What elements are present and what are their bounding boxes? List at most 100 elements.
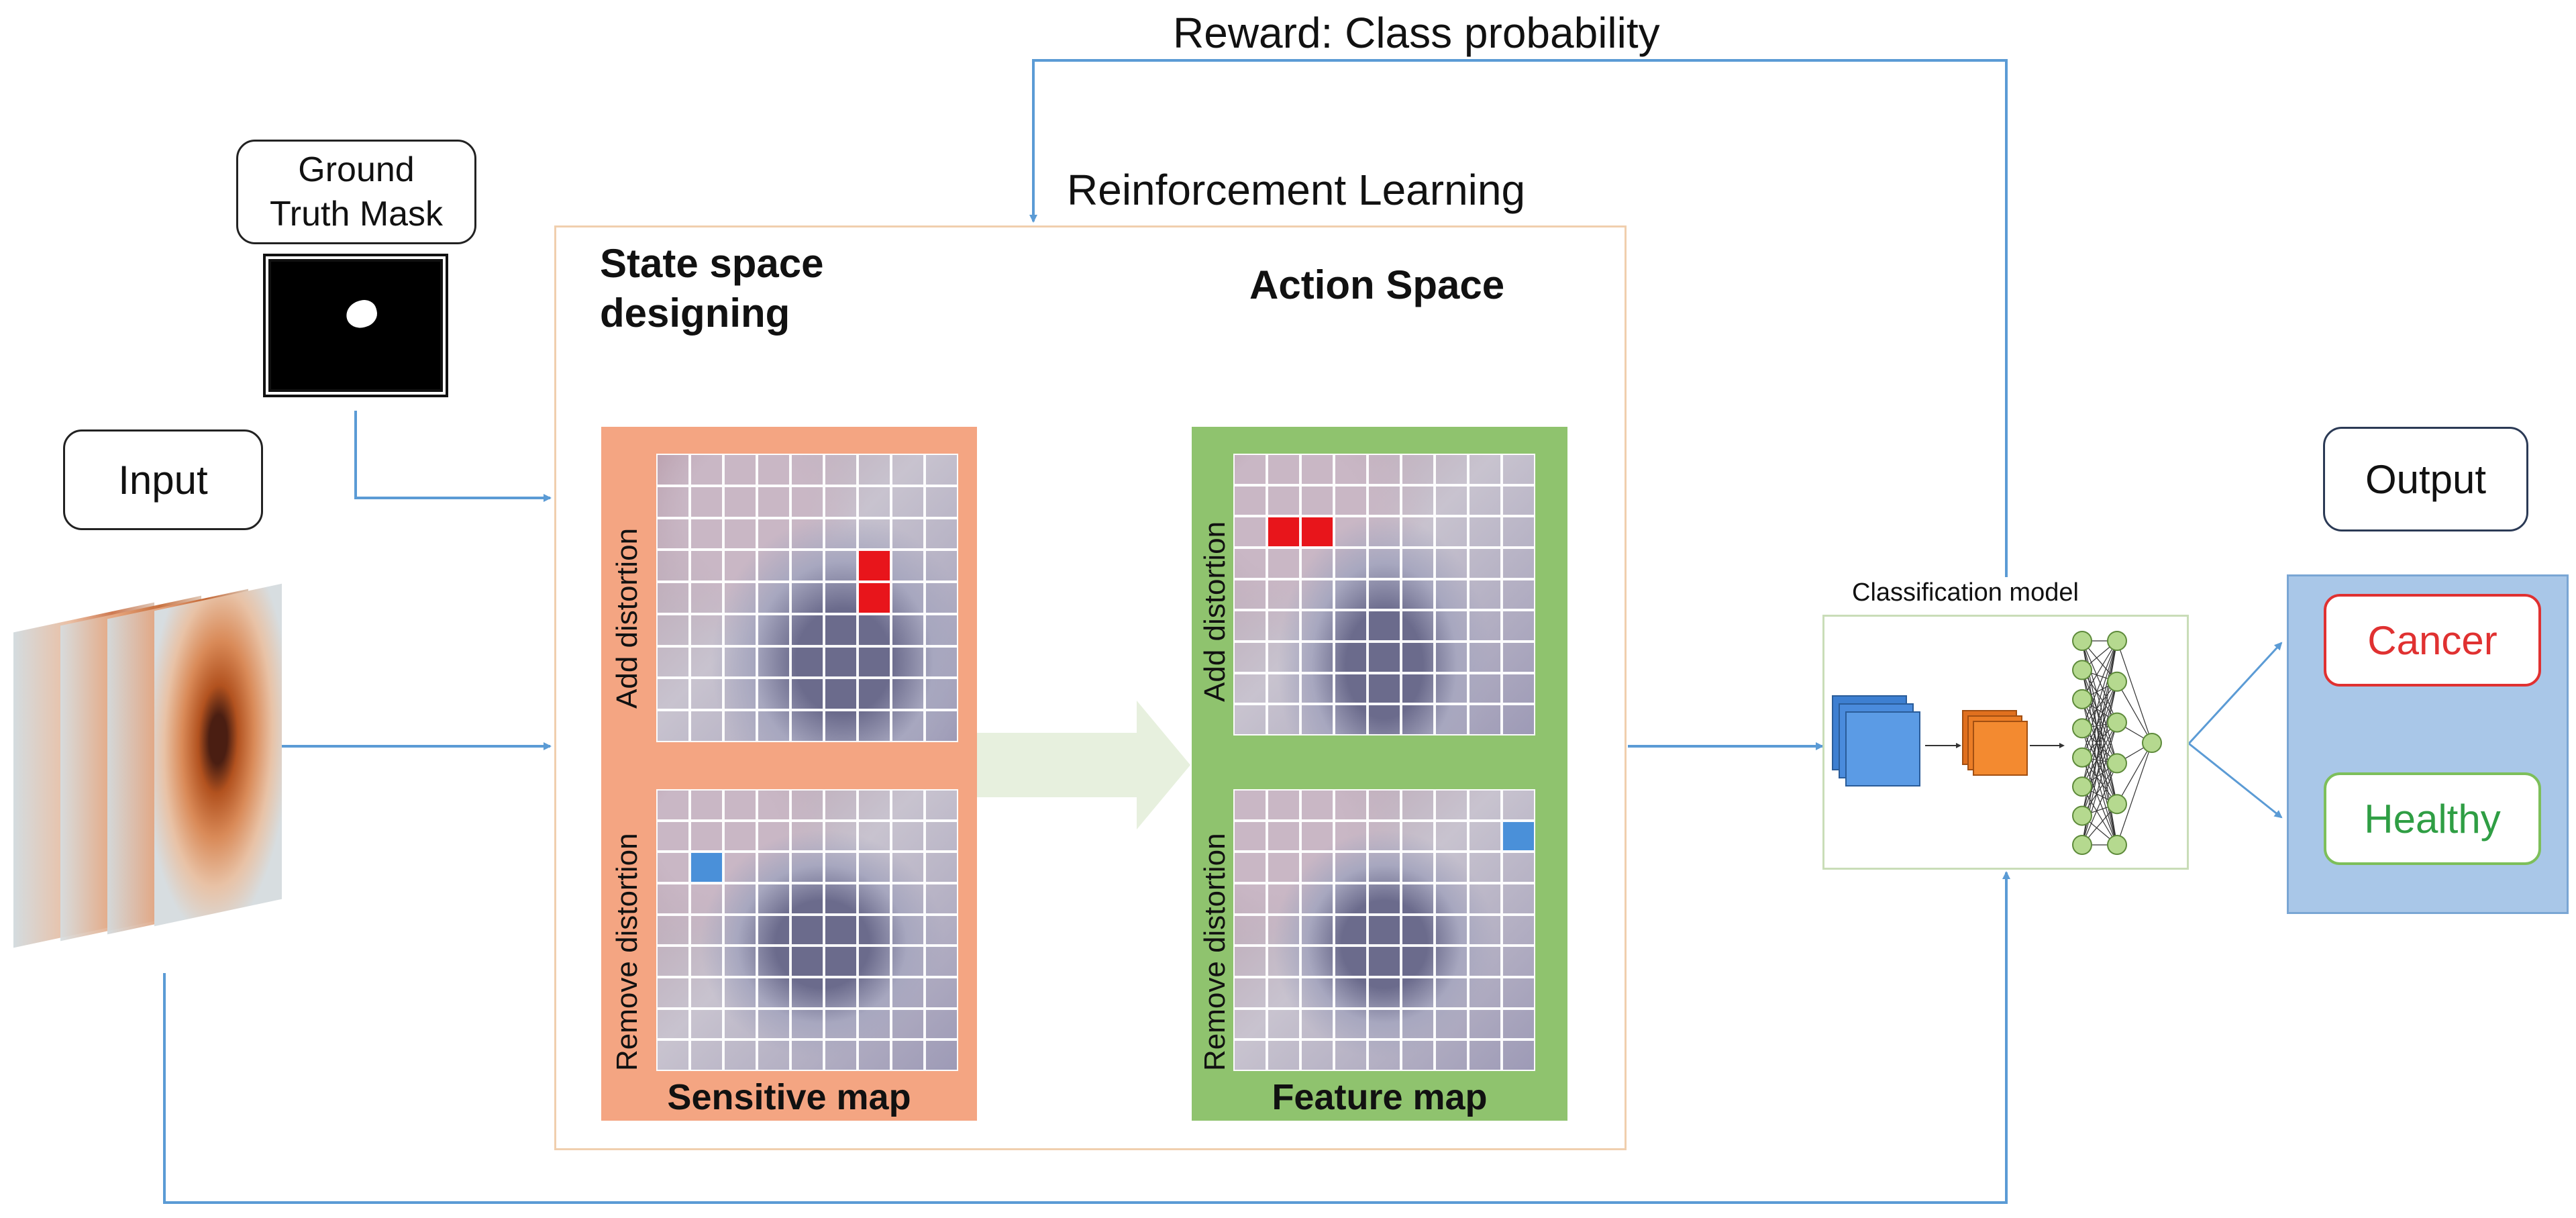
output-box: Cancer Healthy — [2287, 574, 2569, 914]
grid-cell — [1334, 977, 1368, 1009]
grid-cell — [1267, 789, 1300, 821]
grid-cell — [858, 485, 891, 518]
state-remove-distortion-label: Remove distortion — [611, 833, 643, 1071]
grid-cell — [1502, 516, 1535, 548]
grid-cell — [656, 946, 690, 977]
grid-cell — [1468, 454, 1502, 485]
grid-cell — [1435, 852, 1468, 883]
state-top-grid-image — [656, 454, 958, 742]
grid-cell — [690, 883, 723, 915]
grid-cell — [790, 1039, 824, 1071]
grid-cell — [1368, 516, 1401, 548]
grid-cell — [1368, 610, 1401, 642]
action-bottom-grid-image — [1233, 789, 1535, 1071]
nn-node — [2072, 660, 2092, 680]
action-top-grid — [1233, 454, 1535, 735]
nn-node — [2072, 631, 2092, 651]
grid-cell — [1401, 789, 1435, 821]
grid-cell — [656, 517, 690, 550]
grid-cell — [1267, 883, 1300, 915]
grid-cell — [824, 582, 858, 614]
grid-cell — [1300, 704, 1334, 735]
grid-cell — [1368, 454, 1401, 485]
grid-cell — [757, 852, 790, 883]
reward-label: Reward: Class probability — [1173, 9, 1660, 57]
grid-cell — [723, 883, 757, 915]
grid-cell — [723, 1039, 757, 1071]
grid-cell — [757, 1039, 790, 1071]
grid-cell — [1502, 610, 1535, 642]
grid-cell — [1300, 548, 1334, 579]
grid-cell — [1334, 946, 1368, 977]
ground-truth-label: Ground Truth Mask — [236, 140, 476, 244]
mask-blob — [343, 297, 380, 332]
grid-cell — [757, 946, 790, 977]
grid-cell — [690, 485, 723, 518]
grid-cell — [1334, 516, 1368, 548]
grid-cell — [790, 914, 824, 946]
grid-cell — [1502, 1008, 1535, 1040]
state-space-title: State space designing — [600, 241, 824, 336]
grid-cell — [858, 883, 891, 915]
grid-cell — [723, 454, 757, 486]
grid-cell — [757, 914, 790, 946]
grid-cell — [1401, 977, 1435, 1009]
grid-cell — [723, 550, 757, 582]
grid-cell — [723, 646, 757, 678]
grid-cell — [790, 454, 824, 486]
grid-cell — [1233, 1008, 1267, 1040]
grid-cell — [1401, 820, 1435, 852]
grid-cell — [757, 977, 790, 1009]
grid-cell — [790, 678, 824, 711]
grid-cell — [1368, 914, 1401, 946]
grid-cell — [1502, 1039, 1535, 1071]
grid-cell — [757, 883, 790, 915]
nn-edge — [2081, 699, 2118, 805]
ground-truth-arrow — [354, 411, 552, 502]
grid-cell — [891, 977, 925, 1009]
grid-cell — [1401, 852, 1435, 883]
grid-cell — [891, 582, 925, 614]
grid-cell — [1435, 789, 1468, 821]
grid-cell — [1233, 820, 1267, 852]
grid-cell — [1435, 578, 1468, 611]
output-label: Output — [2323, 427, 2528, 531]
nn-node — [2072, 689, 2092, 709]
grid-cell — [1468, 852, 1502, 883]
grid-cell — [757, 1008, 790, 1040]
grid-cell — [723, 946, 757, 977]
grid-cell — [1502, 883, 1535, 915]
grid-cell — [1368, 642, 1401, 673]
reward-arrow — [1029, 59, 2008, 577]
grid-cell — [1502, 672, 1535, 705]
grid-cell — [1233, 1039, 1267, 1071]
grid-cell — [1368, 852, 1401, 883]
grid-cell — [656, 1008, 690, 1040]
grid-cell — [858, 1008, 891, 1040]
grid-cell — [1368, 789, 1401, 821]
grid-cell — [1368, 820, 1401, 852]
grid-cell — [1435, 454, 1468, 485]
grid-cell — [1334, 1039, 1368, 1071]
grid-cell — [790, 582, 824, 614]
grid-cell — [1267, 578, 1300, 611]
grid-cell — [1401, 578, 1435, 611]
grid-cell — [858, 852, 891, 883]
ground-truth-text: Ground Truth Mask — [269, 150, 444, 234]
grid-cell — [891, 485, 925, 518]
grid-cell — [723, 582, 757, 614]
grid-cell — [757, 485, 790, 518]
grid-cell — [1334, 789, 1368, 821]
grid-cell — [858, 789, 891, 821]
grid-cell — [824, 977, 858, 1009]
grid-cell — [1401, 1008, 1435, 1040]
grid-cell — [1468, 820, 1502, 852]
neural-network — [2072, 631, 2162, 855]
grid-cell — [1267, 485, 1300, 517]
grid-cell — [824, 1039, 858, 1071]
grid-cell — [1502, 946, 1535, 977]
conv-layer-3 — [1845, 711, 1920, 786]
grid-cell — [656, 852, 690, 883]
grid-cell — [1233, 610, 1267, 642]
grid-cell — [1468, 977, 1502, 1009]
